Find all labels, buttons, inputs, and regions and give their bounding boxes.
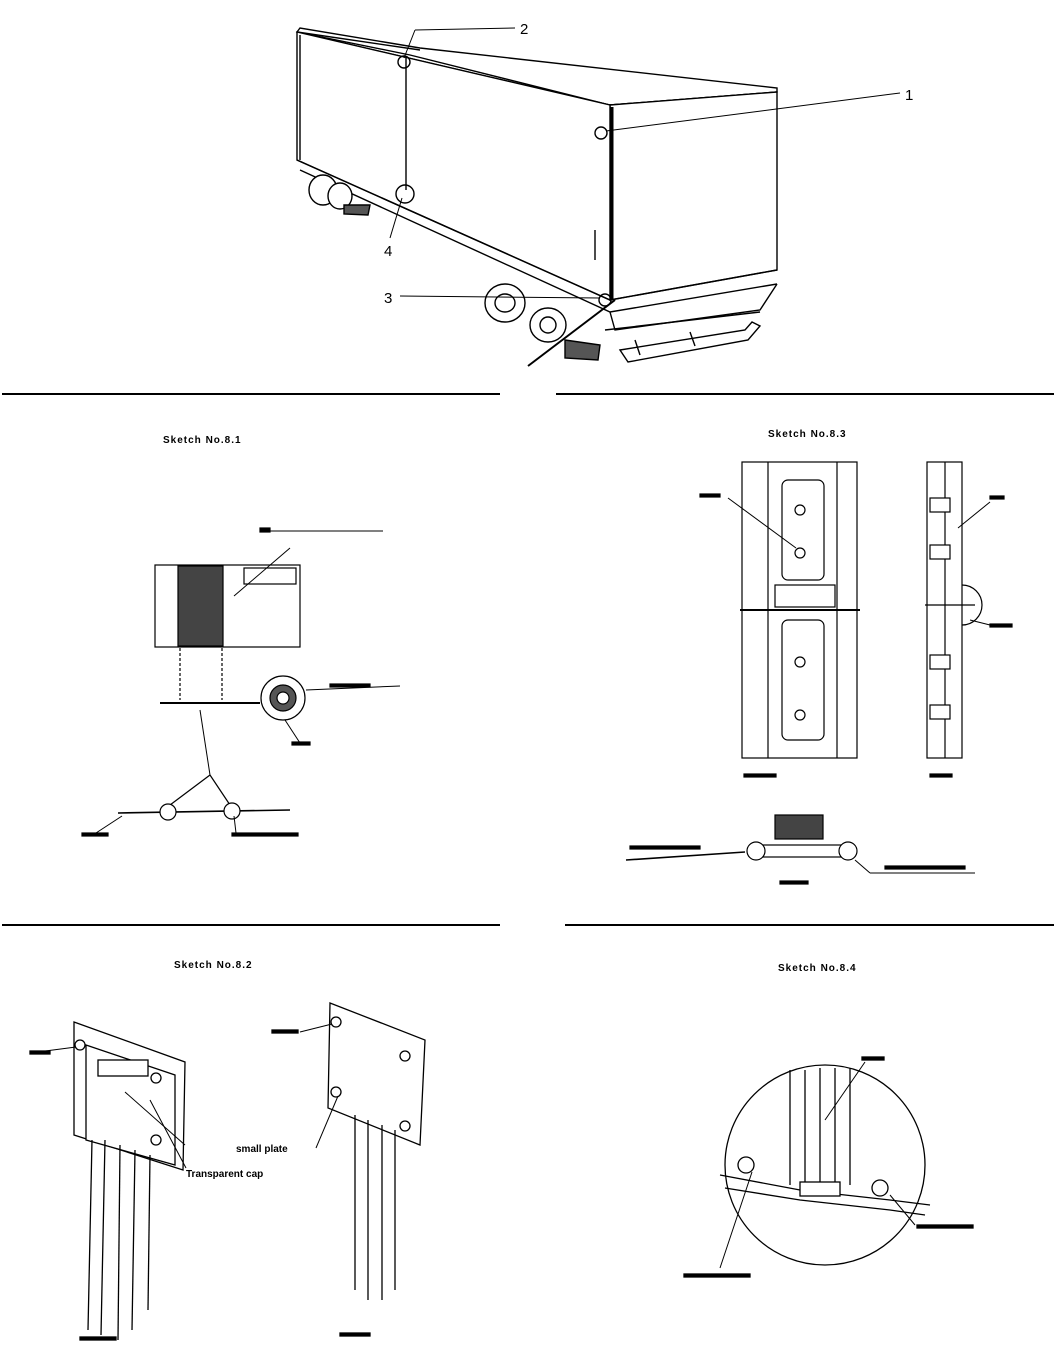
sketch-8-1-title: Sketch No.8.1: [163, 435, 242, 446]
sketch-8-2-drawing: [29, 1002, 426, 1341]
sketch-8-1-drawing: [81, 527, 401, 837]
callout-2: 2: [520, 21, 528, 38]
small-plate-label: small plate: [236, 1144, 288, 1155]
sketch-8-4-drawing: [683, 1056, 974, 1278]
callout-1: 1: [905, 87, 913, 104]
trailer-drawing: [295, 27, 901, 367]
sketch-8-4-title: Sketch No.8.4: [778, 963, 857, 974]
sketch-8-2-title: Sketch No.8.2: [174, 960, 253, 971]
callout-3: 3: [384, 290, 392, 307]
transparent-cap-label: Transparent cap: [186, 1169, 263, 1180]
separator-lines: [2, 393, 1054, 926]
sketch-8-3-drawing: [625, 461, 1013, 885]
callout-4: 4: [384, 243, 392, 260]
sketch-8-3-title: Sketch No.8.3: [768, 429, 847, 440]
